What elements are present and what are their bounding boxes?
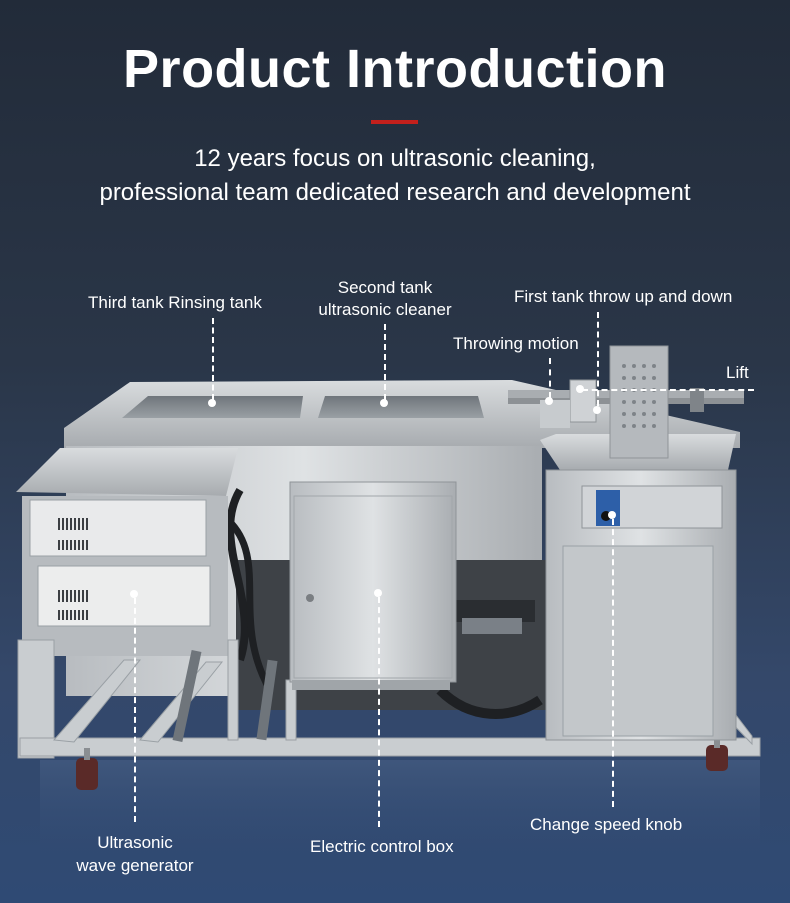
callout-first-tank-dot <box>593 406 601 414</box>
callout-throwing-motion: Throwing motion <box>453 334 579 353</box>
callout-control-box-leader <box>378 597 380 827</box>
page-title: Product Introduction <box>123 39 667 99</box>
callout-generator-dot <box>130 590 138 598</box>
generator-cabinet-top <box>16 448 238 496</box>
callout-lift-leader <box>582 389 754 391</box>
title-underline <box>371 120 418 124</box>
control-box <box>289 481 457 683</box>
generator-unit-1 <box>29 499 207 557</box>
callout-second-tank-leader <box>384 324 386 400</box>
callout-first-tank-leader <box>597 312 599 406</box>
callout-third-tank-leader <box>212 318 214 400</box>
callout-control-box-dot <box>374 589 382 597</box>
subtitle-line-1: 12 years focus on ultrasonic cleaning, <box>194 145 596 172</box>
callout-throwing-motion-leader <box>549 358 551 398</box>
callout-third-tank-dot <box>208 399 216 407</box>
callout-speed-knob: Change speed knob <box>530 815 683 834</box>
callout-lift: Lift <box>726 363 749 382</box>
callout-third-tank: Third tank Rinsing tank <box>88 293 262 312</box>
speed-knob-panel <box>596 490 620 526</box>
callout-first-tank: First tank throw up and down <box>514 287 733 306</box>
callout-throwing-motion-dot <box>545 397 553 405</box>
callout-second-tank-dot <box>380 399 388 407</box>
callout-generator-line1: Ultrasonic <box>97 833 173 852</box>
callout-generator-line2: wave generator <box>76 856 194 875</box>
callout-speed-knob-leader <box>612 519 614 807</box>
callout-control-box: Electric control box <box>310 837 454 856</box>
callout-lift-dot <box>576 385 584 393</box>
callout-second-tank-line1: Second tank <box>337 278 433 297</box>
second-tank-opening <box>318 396 484 418</box>
lift-motor-box <box>609 345 669 459</box>
third-tank-opening <box>122 396 303 418</box>
callout-speed-knob-dot <box>608 511 616 519</box>
subtitle-line-2: professional team dedicated research and… <box>99 179 691 206</box>
floor-reflection <box>40 760 760 870</box>
callout-second-tank-line2: ultrasonic cleaner <box>318 300 452 319</box>
callout-generator-leader <box>134 598 136 822</box>
